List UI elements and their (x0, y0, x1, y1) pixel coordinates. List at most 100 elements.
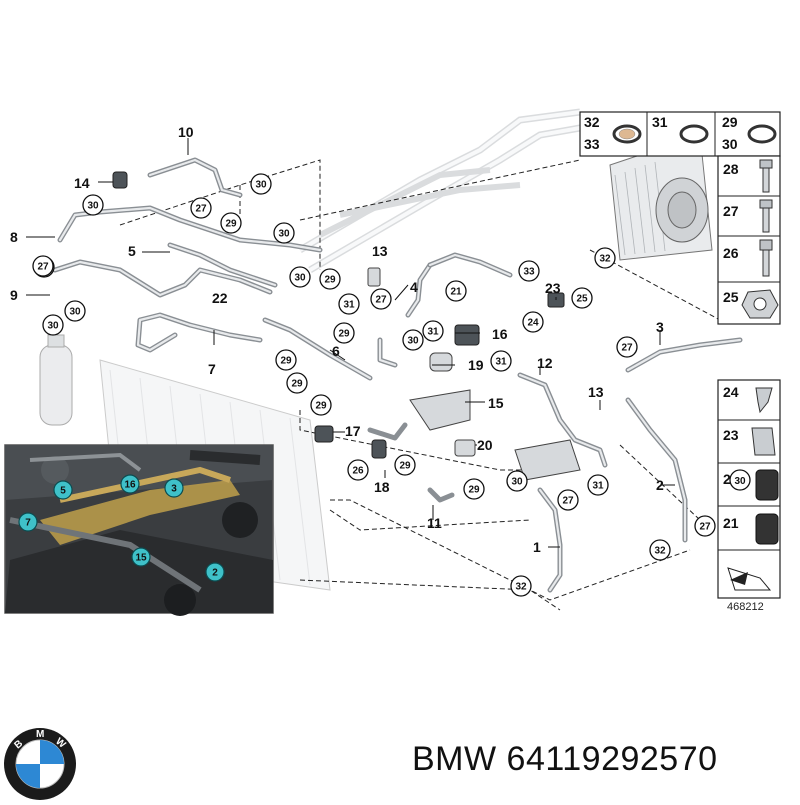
callout-circle-label: 29 (338, 329, 350, 340)
circle-callout-29: 29 (275, 349, 297, 371)
part-number: 64119292570 (506, 740, 718, 778)
legend-top-31: 31 (652, 114, 668, 130)
callout-label-18: 18 (374, 479, 390, 495)
legend-labels: 32 33 31 29 30 28 27 26 25 24 23 22 30 2… (584, 114, 764, 613)
callout-circle (518, 260, 540, 282)
callout-circle-label: 30 (407, 336, 419, 347)
circle-callout-33: 33 (518, 260, 540, 282)
circle-callout-21: 21 (445, 280, 467, 302)
callout-label-6: 6 (332, 343, 340, 359)
circle-callout-29: 29 (463, 478, 485, 500)
inset-callout-circle (131, 547, 151, 567)
callout-circle-label: 27 (375, 295, 387, 306)
legend-side-25: 25 (723, 289, 739, 305)
callout-circle-label: 27 (699, 522, 711, 533)
callout-circle-label: 33 (523, 267, 535, 278)
callout-circle-label: 24 (527, 318, 539, 329)
inset-callout-7: 7 (18, 512, 38, 532)
legend-bottom-circle (729, 469, 751, 491)
inset-callout-3: 3 (164, 478, 184, 498)
inset-callout-label: 3 (171, 484, 177, 495)
callout-circle (64, 300, 86, 322)
inset-callout-label: 7 (25, 518, 31, 529)
callout-circle (616, 336, 638, 358)
circle-callout-27: 27 (32, 255, 54, 277)
callout-label-20: 20 (477, 437, 493, 453)
circle-callout-29: 29 (220, 212, 242, 234)
callout-circle (422, 320, 444, 342)
inset-callout-16: 16 (120, 474, 140, 494)
bmw-logo-icon: B M W (4, 728, 76, 800)
callout-circle (557, 489, 579, 511)
circle-callout-31: 31 (338, 293, 360, 315)
callout-circle-label: 32 (515, 582, 527, 593)
callout-circle (286, 372, 308, 394)
inset-callout-label: 5 (60, 486, 66, 497)
callout-circle (275, 349, 297, 371)
callout-circle-label: 30 (255, 180, 267, 191)
legend-bottom-21: 21 (723, 515, 739, 531)
callout-circle (463, 478, 485, 500)
callout-circle-label: 31 (427, 327, 439, 338)
callout-circle (649, 539, 671, 561)
callout-circle-label: 21 (450, 287, 462, 298)
callout-label-10: 10 (178, 124, 194, 140)
circle-callout-30: 30 (273, 222, 295, 244)
callout-circle (490, 350, 512, 372)
callout-label-7: 7 (208, 361, 216, 377)
legend-bottom-24: 24 (723, 384, 739, 400)
circle-callout-30: 30 (402, 329, 424, 351)
circle-callout-29: 29 (310, 394, 332, 416)
circled-callouts: 3030272729302730303029312927332132303131… (32, 173, 716, 597)
callout-circle (594, 247, 616, 269)
callout-circle-label: 29 (280, 356, 292, 367)
callout-label-16: 16 (492, 326, 508, 342)
circle-callout-29: 29 (319, 268, 341, 290)
circle-callout-25: 25 (571, 287, 593, 309)
circle-callout-30: 30 (42, 314, 64, 336)
callout-circle (347, 459, 369, 481)
inset-callout-2: 2 (205, 562, 225, 582)
callout-circle-label: 29 (399, 461, 411, 472)
callout-circle-label: 29 (324, 275, 336, 286)
inset-callout-circle (18, 512, 38, 532)
refrigerant-lines (52, 157, 743, 593)
callout-label-2: 2 (656, 477, 664, 493)
circle-callout-29: 29 (394, 454, 416, 476)
circle-callout-26: 26 (347, 459, 369, 481)
callout-label-15: 15 (488, 395, 504, 411)
inset-photo (4, 444, 274, 616)
circle-callout-31: 31 (422, 320, 444, 342)
circle-callout-27: 27 (616, 336, 638, 358)
callout-circle (273, 222, 295, 244)
callout-circle-label: 27 (621, 343, 633, 354)
callout-label-11: 11 (427, 515, 442, 531)
components (112, 171, 581, 481)
callout-circle (522, 311, 544, 333)
inset-callout-label: 2 (212, 568, 218, 579)
legend-side-27: 27 (723, 203, 739, 219)
callout-circle-label: 29 (315, 401, 327, 412)
brand-name: BMW (412, 740, 497, 778)
callout-circle (587, 474, 609, 496)
legend-top-32: 32 (584, 114, 600, 130)
callout-label-12: 12 (537, 355, 553, 371)
callout-circle (319, 268, 341, 290)
callout-label-8: 8 (10, 229, 18, 245)
inset-callout-circle (120, 474, 140, 494)
callout-circle (333, 322, 355, 344)
circle-callout-31: 31 (490, 350, 512, 372)
receiver-drier (39, 334, 73, 426)
svg-text:M: M (36, 729, 44, 740)
callout-circle (32, 255, 54, 277)
background-pipes (298, 108, 581, 274)
legend-bottom-circle-label: 30 (734, 476, 746, 487)
callout-circle (220, 212, 242, 234)
circle-callout-27: 27 (557, 489, 579, 511)
circle-callout-27: 27 (694, 515, 716, 537)
callout-circle-label: 31 (592, 481, 604, 492)
callout-label-3: 3 (656, 319, 664, 335)
legend-bottom-23: 23 (723, 427, 739, 443)
